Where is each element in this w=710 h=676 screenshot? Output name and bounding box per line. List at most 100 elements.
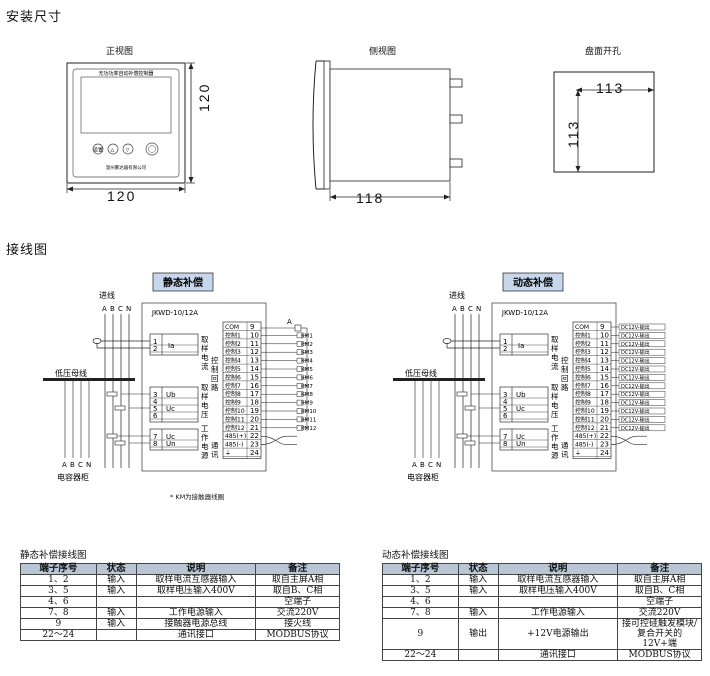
table-cell: 输入 [95,618,137,630]
front-btn-1 [92,143,104,155]
table-header-1: 状态 [457,563,499,575]
model-label: JKWD-10/12A [151,309,198,317]
sec-control-3: 路 [211,382,219,392]
table-cell: 交流220V [617,607,702,619]
left-terminal-1: 1 [503,338,507,346]
side-view-label: 侧视图 [369,47,397,57]
right-label-13: 控制4 [225,357,241,365]
right-terminal-21: 21 [600,424,609,432]
dc-out-box-10 [618,399,666,406]
table-header-3: 备注 [255,563,340,575]
right-terminal-20: 20 [600,415,609,423]
phase-top-A: A [102,305,107,313]
dc-out-box-12 [618,416,666,423]
right-terminal-14: 14 [600,365,609,373]
table-cell: 通讯接口 [135,629,257,641]
left-terminal-5: 5 [153,405,157,413]
sec-power-3: 源 [201,451,209,460]
cutout-height-dim: 113 [565,119,581,148]
sec-voltage-0: 取 [201,383,209,392]
km-label-9: KM9 [301,401,313,407]
table-cell: 3、5 [382,585,459,597]
table-cell: +12V电源输出 [497,618,619,650]
table-cell: 1、2 [20,574,97,586]
capacitor-label: 电容器柜 [57,472,89,482]
front-view-drawing: 设置 △ ▽ 无功功率自动补偿控制器 温州繁达器有限公司 [66,62,195,193]
right-terminal-19: 19 [250,407,259,415]
table-cell: MODBUS协议 [617,649,702,661]
controller-outline [141,302,267,472]
right-label-12: 控制3 [575,348,591,356]
table-cell: 工作电源输入 [497,607,619,619]
diagram-title-box [502,272,564,292]
right-label-24: ⏚ [225,450,231,457]
right-label-15: 控制6 [225,373,241,381]
sec-power-2: 电 [551,441,559,451]
dc-out-label-4: DC12V-输出 [621,349,650,356]
right-label-20: 控制11 [225,415,245,423]
right-label-19: 控制10 [225,407,245,415]
dc-out-box-11 [618,407,666,415]
dc-out-label-11: DC12V-输出 [621,408,650,415]
inlet-label: 进线 [99,290,115,300]
diagram-title: 动态补偿 [513,276,553,289]
sec-voltage-2: 电 [551,400,559,410]
dc-out-box-4 [618,348,666,356]
km-label-5: KM5 [301,367,313,373]
uc-label: Uc [516,405,525,413]
table-cell [135,596,257,608]
table-cell: MODBUS协议 [255,629,340,641]
right-label-14: 控制5 [225,365,241,373]
left-terminal-5: 5 [503,405,507,413]
km-label-7: KM7 [301,384,313,390]
ub-label: Ub [166,391,176,399]
right-label-23: 485(-) [575,442,593,449]
uc-power-label: Uc [516,433,525,441]
dc-out-box-3 [618,340,666,348]
left-terminal-4: 4 [503,398,508,406]
table-cell: 9 [20,618,97,630]
svg-text:温州繁达器有限公司: 温州繁达器有限公司 [106,164,147,171]
busbar-label: 低压母线 [55,368,87,378]
dc-out-label-3: DC12V-输出 [621,341,650,348]
left-terminal-6: 6 [153,412,158,420]
table-cell: 输入 [457,585,499,597]
panel-cutout-label: 盘面开孔 [585,47,622,57]
right-label-21: 控制12 [575,424,595,432]
right-terminal-23: 23 [600,441,609,449]
table-cell: 交流220V [255,607,340,619]
table-cell [95,629,137,641]
model-label: JKWD-10/12A [501,309,548,317]
sec-current-0: 取 [201,335,209,344]
right-label-16: 控制7 [225,382,241,390]
table-cell: 通讯接口 [497,649,619,661]
right-label-17: 控制8 [225,390,241,398]
dc-out-box-6 [618,365,666,373]
dc-out-box-5 [618,357,666,364]
table-cell: 4、6 [20,596,97,608]
right-label-19: 控制10 [575,407,595,415]
dc-out-box-9 [618,390,666,398]
right-terminal-14: 14 [250,365,259,373]
table-header-2: 说明 [497,563,619,575]
sec-voltage-1: 样 [201,391,209,401]
table-cell: 取样电流互感器输入 [135,574,257,586]
sec-current-3: 流 [201,361,209,371]
right-label-22: 485(+) [225,433,246,440]
right-terminal-box [222,321,262,459]
dc-out-label-9: DC12V-输出 [621,391,650,398]
fuse-3 [114,440,126,446]
table-cell: 取样电流互感器输入 [497,574,619,586]
table-cell: 输入 [95,607,137,619]
right-label-22: 485(+) [575,433,596,440]
right-label-10: 控制1 [225,331,241,339]
right-label-20: 控制11 [575,415,595,423]
ct-coil [442,338,452,344]
ia-label: Ia [168,342,174,350]
phase-bottom-N: N [86,461,91,469]
